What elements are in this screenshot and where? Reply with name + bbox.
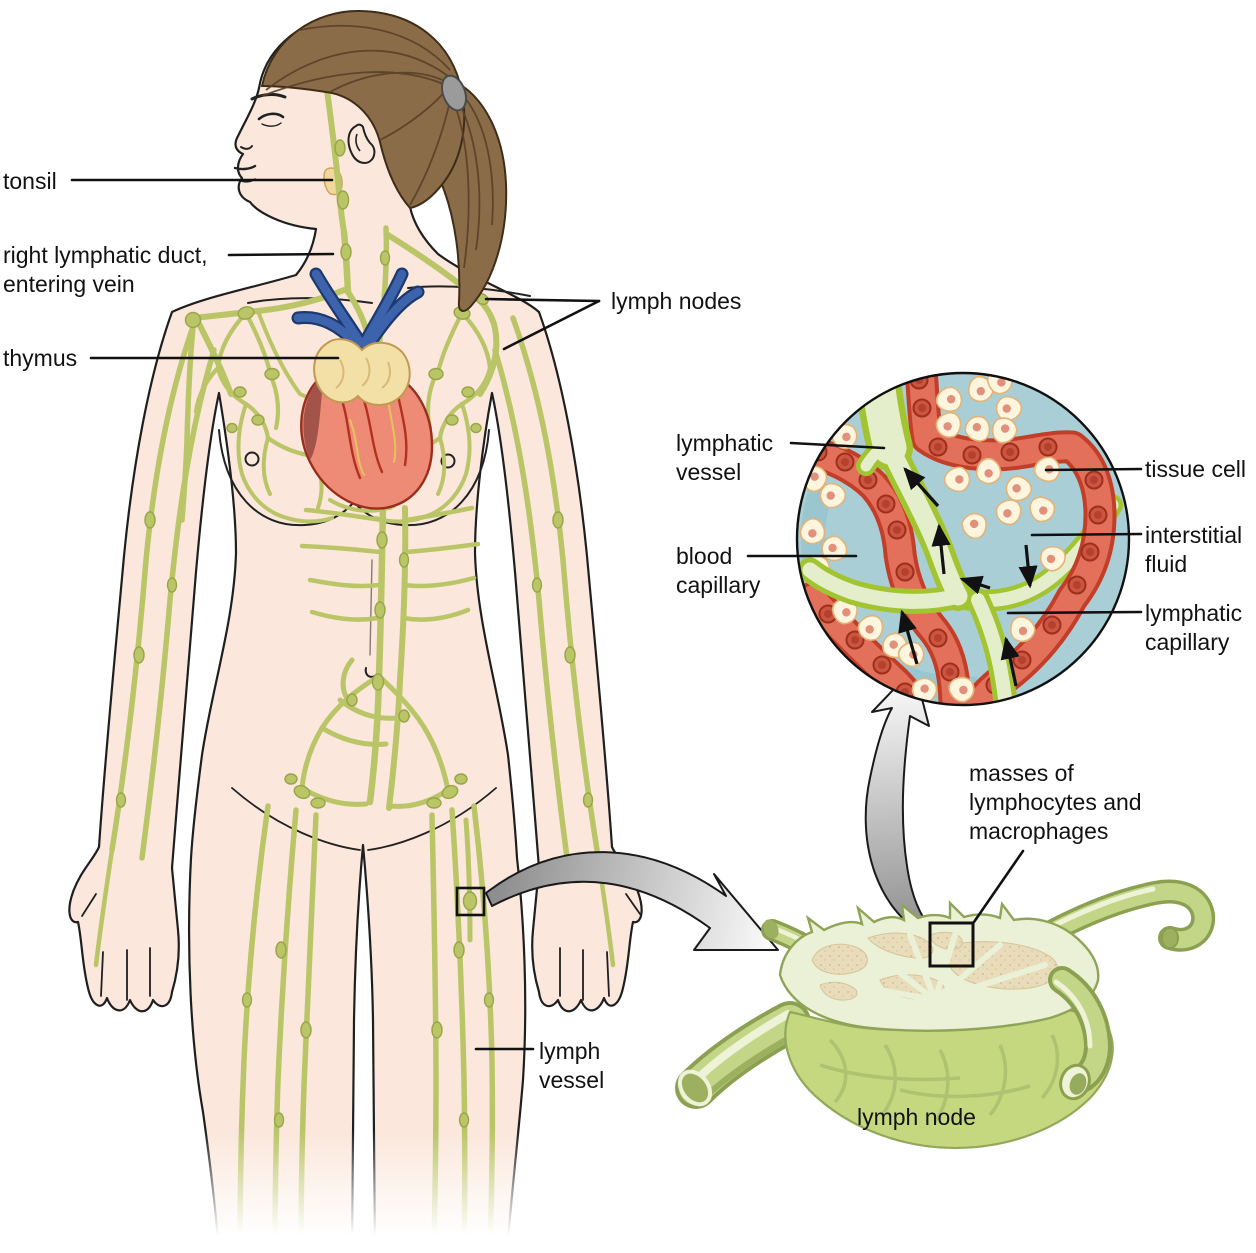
leader-interstitial-fluid [1030, 532, 1143, 537]
arrow-thigh-to-node [485, 851, 779, 951]
leader-lymph-nodes-2 [502, 299, 601, 351]
leg-fade [120, 1130, 620, 1253]
label-interstitial-fluid: interstitial fluid [1145, 522, 1243, 577]
female-body-figure [68, 9, 643, 1253]
ear [347, 123, 376, 164]
leader-lines [70, 178, 1143, 1051]
label-right-lymphatic-duct: right lymphatic duct, entering vein [3, 242, 208, 297]
thigh-zoom-box [455, 886, 486, 917]
lymph-node-bulges [115, 139, 594, 1128]
leader-lymph-nodes-1 [484, 297, 601, 303]
label-lymph-nodes: lymph nodes [611, 288, 742, 314]
label-tissue-cell: tissue cell [1145, 456, 1246, 482]
leader-lymphatic-vessel [789, 441, 886, 450]
label-lymphatic-capillary: lymphatic capillary [1145, 600, 1243, 655]
leader-right-lymphatic-duct [227, 252, 335, 257]
label-lymphatic-vessel: lymphatic vessel [676, 430, 774, 485]
label-masses-of-lymphocytes: masses of lymphocytes and macrophages [969, 760, 1142, 844]
label-blood-capillary: blood capillary [676, 543, 761, 598]
node-zoom-box [928, 921, 975, 968]
leader-lymphatic-capillary [1006, 610, 1143, 615]
hand-finger-lines [81, 893, 641, 1001]
label-tonsil: tonsil [3, 168, 57, 194]
arrow-node-to-inset [864, 667, 941, 941]
hair [260, 9, 508, 312]
vein-branches [291, 267, 425, 353]
capillary-bed-inset [795, 371, 1131, 707]
body-silhouette [68, 14, 643, 1253]
inset-circle-outline [795, 371, 1131, 707]
label-lymph-node: lymph node [857, 1104, 976, 1130]
label-thymus: thymus [3, 345, 78, 371]
thymus-gland [313, 338, 411, 406]
label-lymph-vessel: lymph vessel [539, 1038, 605, 1093]
head-hair [260, 9, 466, 210]
hair-tie [440, 74, 468, 112]
flow-arrows [898, 467, 1038, 687]
leader-masses [972, 849, 1025, 924]
lymph-node-illustration [675, 879, 1216, 1150]
leader-tissue-cell [1044, 467, 1143, 472]
